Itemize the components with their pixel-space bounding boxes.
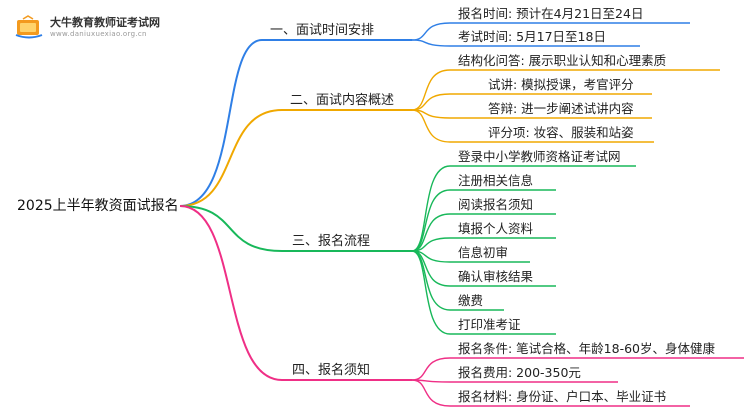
book-icon: [15, 15, 43, 39]
leaf-connector: [411, 379, 451, 407]
leaf-notes-2: 报名费用: 200-350元: [458, 365, 581, 380]
branch-connector: [179, 39, 263, 207]
branch-connector: [179, 109, 283, 207]
leaf-process-6: 确认审核结果: [458, 269, 534, 284]
leaf-connector: [411, 213, 451, 252]
brand-name: 大牛教育教师证考试网: [50, 15, 160, 29]
branch-connector: [179, 205, 283, 252]
leaf-content-4: 评分项: 妆容、服装和站姿: [488, 125, 634, 140]
branch-schedule: 一、面试时间安排: [270, 23, 375, 38]
leaf-process-2: 注册相关信息: [458, 173, 534, 188]
leaf-process-1: 登录中小学教师资格证考试网: [458, 149, 621, 164]
branch-content: 二、面试内容概述: [290, 93, 395, 108]
leaf-connector: [411, 39, 451, 47]
leaf-process-8: 打印准考证: [458, 317, 521, 332]
leaf-connector: [411, 165, 451, 252]
leaf-connector: [411, 109, 451, 143]
brand-logo: 大牛教育教师证考试网 www.daniuxuexiao.org.cn: [14, 14, 160, 40]
leaf-process-3: 阅读报名须知: [458, 197, 534, 212]
leaf-content-1: 结构化问答: 展示职业认知和心理素质: [458, 53, 667, 68]
branch-notes: 四、报名须知: [292, 363, 371, 378]
leaf-notes-3: 报名材料: 身份证、户口本、毕业证书: [458, 389, 667, 404]
leaf-connector: [411, 250, 451, 335]
branch-connector: [179, 205, 283, 381]
leaf-connector: [411, 189, 451, 252]
leaf-connector: [411, 357, 451, 381]
leaf-connector: [411, 93, 451, 111]
leaf-connector: [411, 250, 451, 287]
leaf-schedule-2: 考试时间: 5月17日至18日: [458, 29, 606, 44]
branch-process: 三、报名流程: [292, 234, 371, 249]
leaf-schedule-1: 报名时间: 预计在4月21日至24日: [458, 6, 644, 21]
leaf-connector: [411, 69, 451, 111]
leaf-process-4: 填报个人资料: [458, 221, 534, 236]
leaf-process-5: 信息初审: [458, 245, 509, 260]
leaf-connector: [411, 22, 451, 41]
leaf-notes-1: 报名条件: 笔试合格、年龄18-60岁、身体健康: [458, 341, 716, 356]
brand-url: www.daniuxuexiao.org.cn: [50, 29, 147, 38]
root-topic: 2025上半年教资面试报名: [17, 198, 179, 214]
leaf-content-3: 答辩: 进一步阐述试讲内容: [488, 101, 634, 116]
leaf-content-2: 试讲: 模拟授课，考官评分: [488, 77, 634, 92]
leaf-process-7: 缴费: [458, 293, 484, 308]
